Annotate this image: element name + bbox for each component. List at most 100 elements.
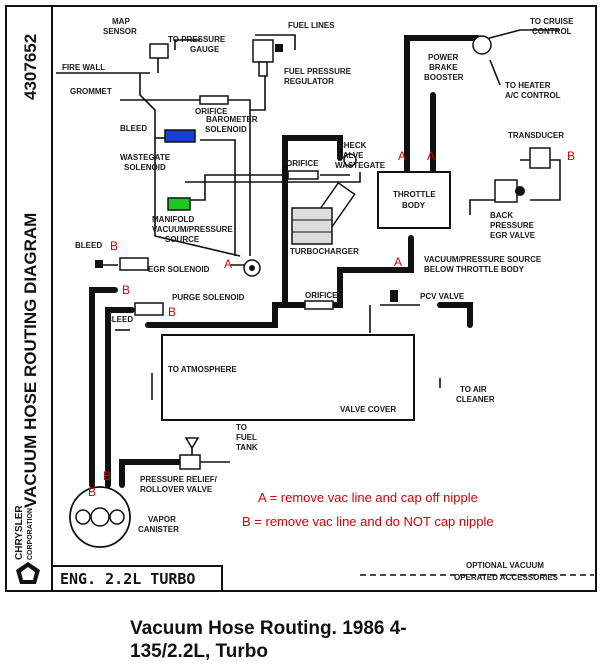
hose-pcv bbox=[437, 302, 473, 328]
valve-cover bbox=[161, 334, 415, 421]
label-man-1: MANIFOLD bbox=[152, 215, 194, 224]
label-orifice-top: ORIFICE bbox=[195, 107, 228, 116]
brand-line2: CORPORATION bbox=[27, 508, 34, 560]
hose-canister-3 bbox=[119, 459, 183, 488]
hose-below-throttle bbox=[282, 235, 414, 308]
label-bleed-1: BLEED bbox=[120, 124, 147, 133]
label-tank-2: FUEL bbox=[236, 433, 257, 442]
label-tb-1: THROTTLE bbox=[393, 190, 436, 199]
label-fuel-lines: FUEL LINES bbox=[288, 21, 335, 30]
label-turbo: TURBOCHARGER bbox=[290, 247, 359, 256]
label-vsb-2: BELOW THROTTLE BODY bbox=[424, 265, 525, 274]
turbocharger bbox=[291, 207, 333, 245]
label-orifice-lower: ORIFICE bbox=[305, 291, 338, 300]
throttle-body bbox=[377, 171, 451, 229]
rollover-valve bbox=[179, 454, 201, 470]
label-vsb-1: VACUUM/PRESSURE SOURCE bbox=[424, 255, 542, 264]
marker-b-3: B bbox=[122, 283, 130, 297]
label-pcv: PCV VALVE bbox=[420, 292, 465, 301]
label-transducer: TRANSDUCER bbox=[508, 131, 564, 140]
label-vc-1: VAPOR bbox=[148, 515, 176, 524]
marker-b-4: B bbox=[168, 305, 176, 319]
label-fpr-1: FUEL PRESSURE bbox=[284, 67, 352, 76]
label-check-2: VALVE bbox=[338, 151, 364, 160]
egr-solenoid bbox=[119, 257, 149, 271]
thick-hoses bbox=[89, 35, 481, 488]
label-opt-1: OPTIONAL VACUUM bbox=[466, 561, 544, 570]
orifice-mid bbox=[287, 170, 319, 180]
label-gauge-2: GAUGE bbox=[190, 45, 220, 54]
label-wgs-1: WASTEGATE bbox=[120, 153, 171, 162]
orifice-lower bbox=[304, 300, 334, 310]
label-pb-3: BOOSTER bbox=[424, 73, 464, 82]
side-title: VACUUM HOSE ROUTING DIAGRAM bbox=[21, 213, 40, 508]
barometer-solenoid bbox=[164, 129, 196, 143]
outer-frame bbox=[5, 5, 597, 592]
hose-booster bbox=[404, 35, 481, 175]
label-cruise-1: TO CRUISE bbox=[530, 17, 574, 26]
egr-valve bbox=[494, 179, 518, 203]
label-man-3: SOURCE bbox=[165, 235, 200, 244]
label-tank-1: TO bbox=[236, 423, 247, 432]
label-baro-2: SOLENOID bbox=[205, 125, 247, 134]
label-opt-2: OPERATED ACCESSORIES bbox=[454, 573, 559, 582]
hose-check-valve bbox=[282, 135, 343, 308]
hose-canister-1 bbox=[89, 287, 118, 488]
label-bleed-3: BLEED bbox=[106, 315, 133, 324]
engine-box bbox=[51, 565, 223, 592]
label-tank-3: TANK bbox=[236, 443, 258, 452]
label-pr-1: PRESSURE RELIEF/ bbox=[140, 475, 218, 484]
label-orifice-mid: ORIFICE bbox=[286, 159, 319, 168]
marker-b-2: B bbox=[110, 239, 118, 253]
label-air-1: TO AIR bbox=[460, 385, 487, 394]
labels: MAP SENSOR TO PRESSURE GAUGE FUEL LINES … bbox=[62, 17, 574, 582]
label-tb-2: BODY bbox=[402, 201, 426, 210]
label-egr: EGR SOLENOID bbox=[148, 265, 210, 274]
label-pr-2: ROLLOVER VALVE bbox=[140, 485, 213, 494]
label-bp-3: EGR VALVE bbox=[490, 231, 536, 240]
marker-a-3: A bbox=[394, 255, 402, 269]
marker-a-2: A bbox=[427, 149, 435, 163]
orifice-top bbox=[199, 95, 229, 105]
label-air-2: CLEANER bbox=[456, 395, 495, 404]
check-valve bbox=[343, 153, 357, 167]
label-grommet: GROMMET bbox=[70, 87, 112, 96]
label-wastegate: WASTEGATE bbox=[335, 161, 386, 170]
brake-booster bbox=[472, 35, 492, 55]
label-bleed-2: BLEED bbox=[75, 241, 102, 250]
marker-a-4: A bbox=[224, 257, 232, 271]
label-baro-1: BAROMETER bbox=[206, 115, 258, 124]
marker-b-5: B bbox=[103, 469, 111, 483]
label-atmosphere: TO ATMOSPHERE bbox=[168, 365, 237, 374]
hose-canister-2 bbox=[105, 307, 135, 488]
label-pb-1: POWER bbox=[428, 53, 458, 62]
purge-solenoid bbox=[134, 302, 164, 316]
label-firewall: FIRE WALL bbox=[62, 63, 105, 72]
label-vc-2: CANISTER bbox=[138, 525, 179, 534]
label-cruise-2: CONTROL bbox=[532, 27, 572, 36]
wastegate-solenoid bbox=[167, 197, 191, 211]
marker-b-1: B bbox=[567, 149, 575, 163]
marker-a-1: A bbox=[398, 149, 406, 163]
legend-a: A = remove vac line and cap off nipple bbox=[258, 490, 478, 505]
markers: A A A A B B B B B B bbox=[88, 149, 575, 499]
fuel-regulator bbox=[252, 39, 274, 63]
pcv-valve bbox=[390, 290, 398, 302]
label-bp-2: PRESSURE bbox=[490, 221, 535, 230]
legend-b: B = remove vac line and do NOT cap nippl… bbox=[242, 514, 494, 529]
label-map-1: MAP bbox=[112, 17, 130, 26]
label-valve-cover: VALVE COVER bbox=[340, 405, 396, 414]
components bbox=[69, 35, 551, 548]
label-fpr-2: REGULATOR bbox=[284, 77, 334, 86]
engine-label: ENG. 2.2L TURBO bbox=[60, 570, 195, 588]
label-map-2: SENSOR bbox=[103, 27, 137, 36]
label-wgs-2: SOLENOID bbox=[124, 163, 166, 172]
label-gauge-1: TO PRESSURE bbox=[168, 35, 226, 44]
transducer bbox=[529, 147, 551, 169]
brand-line1: CHRYSLER bbox=[14, 505, 25, 560]
caption-line2: 135/2.2L, Turbo bbox=[130, 641, 268, 662]
label-pb-2: BRAKE bbox=[429, 63, 458, 72]
pentastar-logo bbox=[16, 562, 40, 584]
